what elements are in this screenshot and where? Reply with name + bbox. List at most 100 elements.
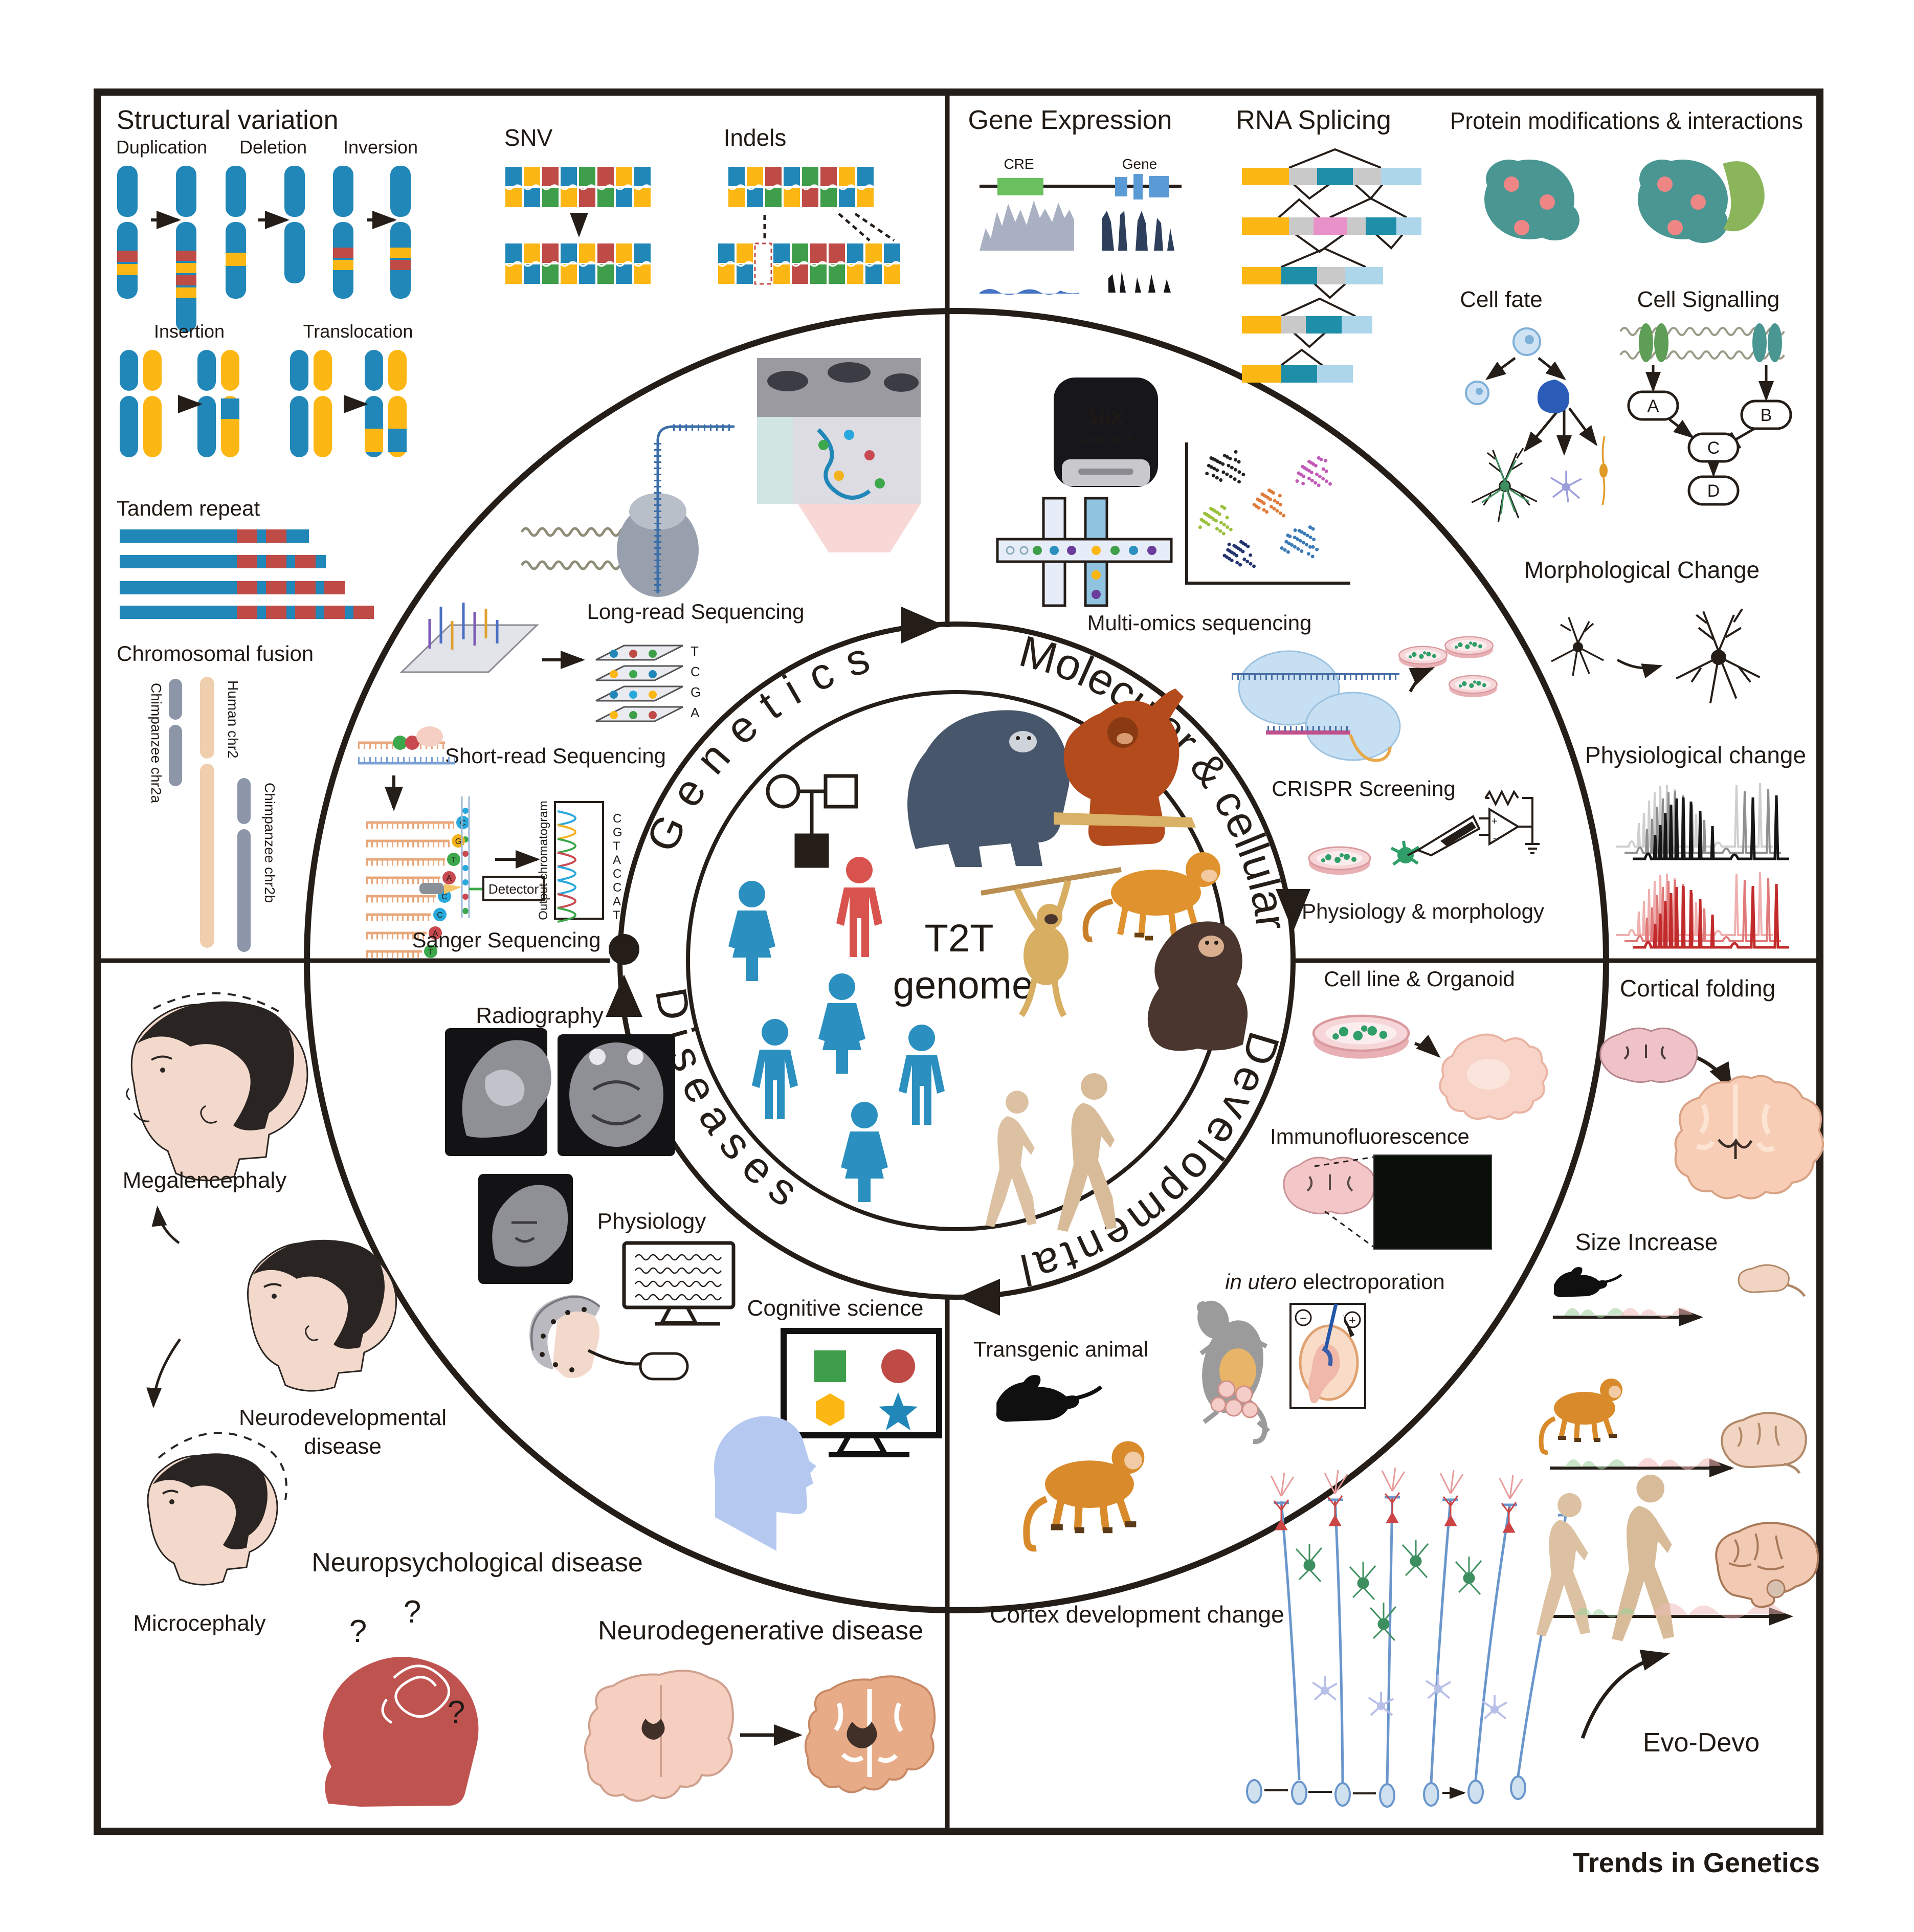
translocation-label: Translocation	[303, 321, 413, 342]
signalling-node-d: D	[1687, 475, 1740, 506]
pedigree-icon	[766, 774, 858, 868]
morphological-label: Morphological Change	[1524, 557, 1760, 583]
amp-minus: -	[1493, 832, 1497, 843]
immuno-label: Immunofluorescence	[1270, 1124, 1470, 1148]
neurodev-label-line2: disease	[304, 1434, 382, 1459]
signalling-node-c: C	[1687, 432, 1740, 463]
outer-cycle-circle	[304, 308, 1609, 1613]
megalencephaly-group: Megalencephaly	[123, 992, 308, 1193]
transgenic-animal-group: Transgenic animal	[973, 1337, 1148, 1548]
chromosome-icon	[290, 350, 308, 457]
svg-text:A: A	[1648, 396, 1659, 416]
splice-lines	[1278, 148, 1408, 366]
chromosome-icon	[390, 166, 411, 299]
petri-dish-icon	[1398, 646, 1448, 669]
dot-cluster-icon	[1222, 540, 1256, 568]
head-silhouette-icon	[714, 1416, 816, 1551]
tandem-repeat-bars-icon	[120, 529, 374, 619]
smooth-brain-icon	[1599, 1027, 1698, 1083]
megalencephaly-label: Megalencephaly	[123, 1168, 286, 1193]
structural-variation-panel: Structural variation Duplication Deletio…	[116, 105, 895, 903]
petri-dish-icon	[1308, 846, 1371, 876]
mri-axial-icon	[558, 1034, 675, 1156]
arrow-icon	[1538, 357, 1566, 381]
terminator-letter: A	[433, 929, 438, 938]
base-pair-block-icon	[717, 242, 901, 285]
size-mouse-icon	[1554, 1267, 1621, 1297]
long-read-label: Long-read Sequencing	[587, 599, 804, 624]
microcephaly-group: Microcephaly	[133, 1432, 287, 1636]
hominin-pair-illustration	[986, 1073, 1117, 1232]
sanger-label: Sanger Sequencing	[412, 928, 601, 952]
short-read-label: Short-read Sequencing	[445, 744, 666, 768]
plate-letter: A	[691, 705, 700, 720]
pregnant-mouse-icon	[1197, 1300, 1271, 1445]
orangutan-illustration	[1054, 689, 1196, 846]
person-blue-female-icon	[841, 1102, 888, 1202]
eeg-monitor-icon	[622, 1241, 736, 1326]
macaque-illustration	[1082, 852, 1220, 942]
center-content: T2T genome	[728, 689, 1248, 1232]
chromosome-icon	[365, 350, 383, 457]
chromatogram-letter: C	[613, 812, 621, 826]
snv-label: SNV	[504, 124, 553, 151]
terminator-letter: T	[428, 948, 433, 957]
radiography-group: Radiography	[445, 1003, 675, 1284]
immunofluorescence-group: Immunofluorescence	[1270, 1124, 1492, 1250]
astrocytes	[1311, 1675, 1508, 1720]
red-circle-icon	[881, 1349, 915, 1383]
cre-box-icon	[997, 178, 1043, 195]
chromatogram-peaks	[557, 810, 576, 923]
radial-glia-fibers	[1274, 1496, 1573, 1784]
base-pair-block-icon	[727, 167, 875, 207]
capillary-dot	[462, 808, 469, 814]
indel-dashed-connectors	[763, 212, 895, 242]
dot-cluster-icon	[1205, 450, 1245, 484]
person-blue-male-icon	[752, 1019, 798, 1119]
flow-start-dot	[609, 934, 639, 965]
coverage-track-navy-icon	[1102, 211, 1174, 251]
chimp-chr2b-label: Chimpanzee chr2b	[262, 783, 278, 903]
terminator-letter: A	[447, 874, 452, 883]
red-neurons	[1273, 1492, 1517, 1533]
chromosome-icon	[314, 350, 332, 457]
brain-slice-icon	[1283, 1157, 1376, 1214]
small-neuron-icon	[1550, 616, 1605, 677]
astrocyte-icon	[1550, 471, 1582, 503]
receptor-teal-icon	[1752, 323, 1782, 362]
chromosome-icon	[176, 166, 196, 332]
rna-splicing-panel: RNA Splicing	[1236, 105, 1421, 383]
flow-arrow-top-icon	[901, 607, 944, 643]
coverage-track-black-icon	[1108, 271, 1171, 293]
capillary-icon	[461, 796, 470, 918]
scatter-axes-icon	[1185, 442, 1350, 585]
exon-box-icon	[1149, 176, 1169, 197]
neurodevelopmental-head-icon	[247, 1239, 397, 1392]
coverage-track-gray-icon	[980, 201, 1074, 251]
capillary-dot	[462, 908, 469, 914]
ring-label-genetics: Genetics	[637, 629, 889, 859]
slice-zoom-lines	[1314, 1156, 1374, 1248]
question-mark-3: ?	[448, 1695, 465, 1730]
chromatogram-letter: A	[613, 853, 621, 867]
monkey-brain-icon	[1721, 1412, 1807, 1474]
cognitive-science-group: Cognitive science	[714, 1296, 942, 1551]
cortical-folding-group: Cortical folding	[1599, 975, 1824, 1200]
person-blue-female-icon	[818, 973, 865, 1074]
arrow-icon	[1616, 658, 1663, 679]
arrow-icon	[1523, 407, 1561, 452]
arrow-icon	[1581, 1650, 1670, 1739]
chromatogram-letter: T	[613, 908, 620, 922]
capillary-dot	[462, 879, 469, 885]
mri-sagittal-icon	[445, 1028, 551, 1156]
plate-letter: C	[691, 664, 700, 679]
neuropsych-label: Neuropsychological disease	[311, 1548, 643, 1578]
journal-footer: Trends in Genetics	[1573, 1848, 1820, 1878]
physiological-change-panel: Physiological change	[1585, 742, 1806, 947]
cas9-icon	[1232, 650, 1401, 762]
device-line2: GENETICS	[1077, 434, 1134, 447]
megalencephaly-head-icon	[126, 992, 308, 1182]
polymerase-template-icon	[358, 726, 455, 765]
